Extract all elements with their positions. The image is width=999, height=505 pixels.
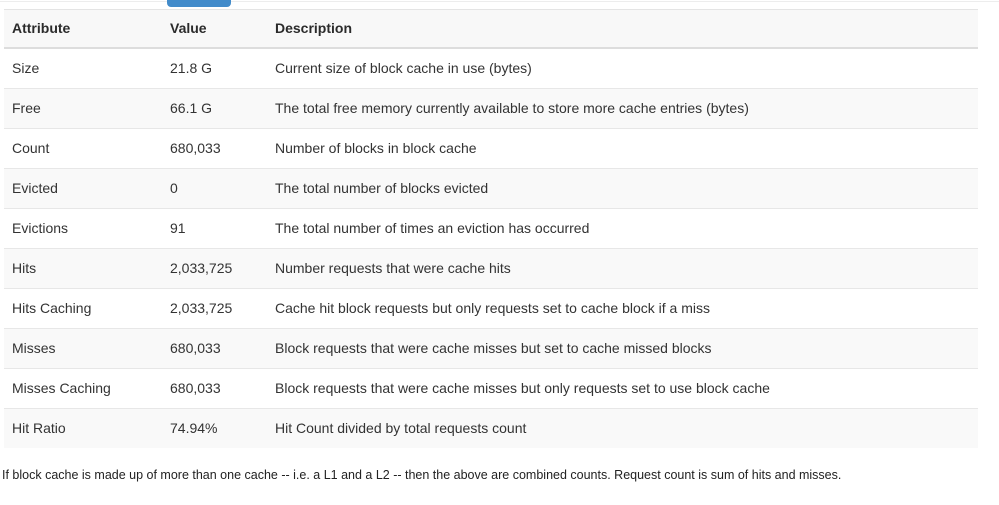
cell-attribute: Hits xyxy=(4,248,162,289)
cell-value: 2,033,725 xyxy=(162,248,267,289)
cell-description: Block requests that were cache misses bu… xyxy=(267,328,978,369)
active-tab-indicator[interactable] xyxy=(167,0,231,7)
combined-counts-footnote: If block cache is made up of more than o… xyxy=(2,468,842,482)
cell-attribute: Hit Ratio xyxy=(4,408,162,448)
cell-attribute: Evictions xyxy=(4,208,162,249)
cell-description: The total free memory currently availabl… xyxy=(267,88,978,129)
cell-value: 2,033,725 xyxy=(162,288,267,329)
cell-attribute: Count xyxy=(4,128,162,169)
table-row: Misses 680,033 Block requests that were … xyxy=(4,328,978,369)
cell-attribute: Misses xyxy=(4,328,162,369)
tab-bar-divider xyxy=(0,1,999,2)
table-row: Evicted 0 The total number of blocks evi… xyxy=(4,168,978,209)
table-row: Misses Caching 680,033 Block requests th… xyxy=(4,368,978,409)
cell-attribute: Hits Caching xyxy=(4,288,162,329)
cell-description: Block requests that were cache misses bu… xyxy=(267,368,978,409)
cell-value: 21.8 G xyxy=(170,60,213,76)
cell-value: 91 xyxy=(162,208,267,249)
table-row: Hits Caching 2,033,725 Cache hit block r… xyxy=(4,288,978,329)
cell-description: Number requests that were cache hits xyxy=(267,248,978,289)
cell-attribute: Size xyxy=(12,60,40,76)
table-row: Hit Ratio 74.94% Hit Count divided by to… xyxy=(4,408,978,448)
cell-attribute: Misses Caching xyxy=(4,368,162,409)
table-row: Free 66.1 G The total free memory curren… xyxy=(4,88,978,129)
column-header: Value xyxy=(162,10,267,49)
cell-attribute: Evicted xyxy=(4,168,162,209)
table-row: Hits 2,033,725 Number requests that were… xyxy=(4,248,978,289)
cell-description: Cache hit block requests but only reques… xyxy=(267,288,978,329)
cell-value: 74.94% xyxy=(162,408,267,448)
column-header: Description xyxy=(267,10,978,49)
table-row: Evictions 91 The total number of times a… xyxy=(4,208,978,249)
table-row: Count 680,033 Number of blocks in block … xyxy=(4,128,978,169)
cell-value: 680,033 xyxy=(162,368,267,409)
cell-description: The total number of blocks evicted xyxy=(267,168,978,209)
cell-value: 0 xyxy=(162,168,267,209)
cell-value: 680,033 xyxy=(162,128,267,169)
cell-description: Current size of block cache in use (byte… xyxy=(275,60,532,76)
cell-attribute: Free xyxy=(4,88,162,129)
cell-description: The total number of times an eviction ha… xyxy=(267,208,978,249)
table-row: Size 21.8 G Current size of block cache … xyxy=(4,48,978,89)
cell-description: Number of blocks in block cache xyxy=(267,128,978,169)
cell-value: 66.1 G xyxy=(162,88,267,129)
cell-description: Hit Count divided by total requests coun… xyxy=(267,408,978,448)
column-header: Attribute xyxy=(4,10,162,49)
cell-value: 680,033 xyxy=(162,328,267,369)
